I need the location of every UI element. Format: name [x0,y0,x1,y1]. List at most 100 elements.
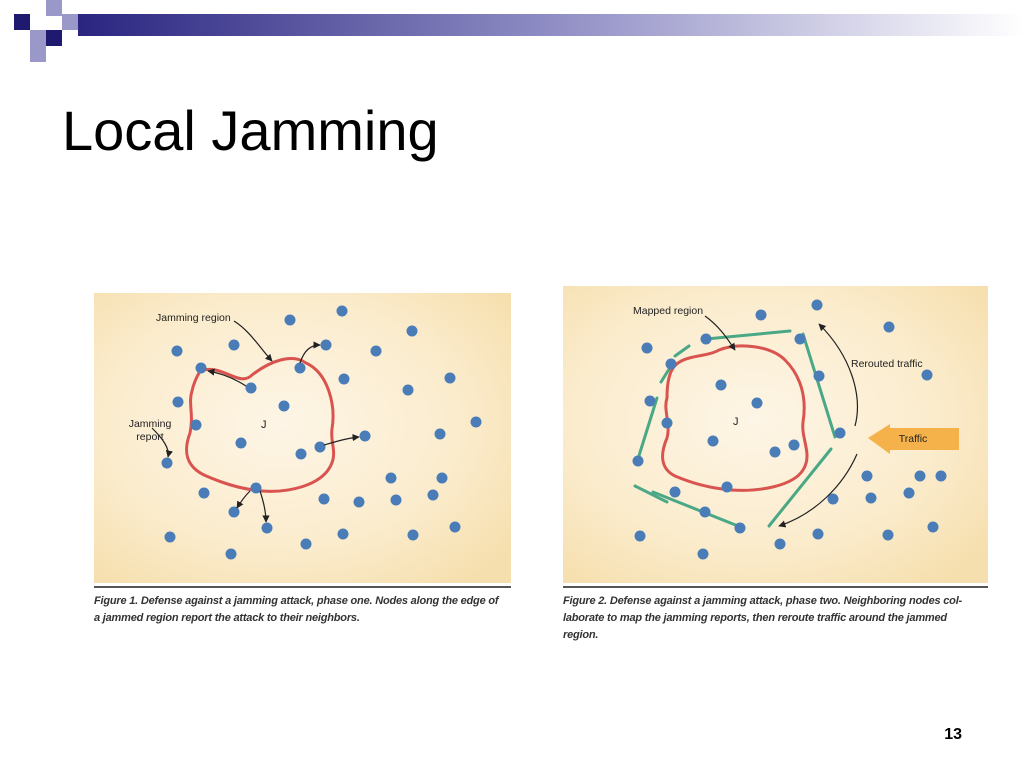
sensor-node [715,379,727,391]
sensor-node [406,325,418,337]
caption-line: Figure 1. Defense against a jamming atta… [94,595,499,607]
rerouted-traffic-label: Rerouted traffic [851,358,923,370]
sensor-node [721,481,733,493]
sensor-node [700,333,712,345]
sensor-node [370,345,382,357]
sensor-node [769,446,781,458]
sensor-nodes [161,305,482,560]
report-arrow [299,341,321,364]
caption-line: laborate to map the jamming reports, the… [563,612,947,624]
traffic-label: Traffic [899,433,928,445]
sensor-node [827,493,839,505]
corner-square [62,14,78,30]
sensor-node [336,305,348,317]
sensor-node [794,333,806,345]
sensor-node [707,435,719,447]
sensor-node [190,419,202,431]
figure-2-diagram: Mapped region Rerouted traffic Traffic J [563,286,988,583]
sensor-node [449,521,461,533]
report-arrow [323,434,360,446]
corner-decoration [14,0,1024,62]
sensor-node [634,530,646,542]
sensor-node [284,314,296,326]
sensor-node [427,489,439,501]
mapped-region-pointer [704,315,736,351]
mapped-region-segment [633,484,669,504]
sensor-node [935,470,947,482]
sensor-node [228,506,240,518]
mapped-region-segment [673,344,691,358]
caption-line: a jammed region report the attack to the… [94,612,360,624]
jamming-region-label: Jamming region [156,312,231,324]
rerouted-traffic-arrow-upper [818,323,858,427]
sensor-node [470,416,482,428]
sensor-node [261,522,273,534]
sensor-node [632,455,644,467]
sensor-node [927,521,939,533]
mapped-region-segments [633,329,837,528]
sensor-node [436,472,448,484]
jammed-region-outline [185,357,336,493]
sensor-node [882,529,894,541]
corner-square [46,30,62,46]
sensor-node [300,538,312,550]
sensor-node [661,417,673,429]
sensor-node [811,299,823,311]
sensor-node [245,382,257,394]
corner-square [46,0,62,16]
reroute-arrows [704,315,858,528]
sensor-node [699,506,711,518]
sensor-node [337,528,349,540]
report-arrow [207,368,247,387]
traffic-arrow-icon [868,424,959,454]
sensor-node [865,492,877,504]
sensor-node [195,362,207,374]
sensor-node [914,470,926,482]
figure-2-caption: Figure 2. Defense against a jamming atta… [563,593,988,644]
report-arrow [233,320,273,362]
sensor-node [834,427,846,439]
caption-line: region. [563,629,599,641]
sensor-node [644,395,656,407]
report-arrow [259,490,270,523]
sensor-node [385,472,397,484]
sensor-node [697,548,709,560]
rerouted-traffic-arrow-lower [778,453,858,528]
sensor-node [669,486,681,498]
sensor-node [755,309,767,321]
sensor-node [228,339,240,351]
sensor-node [434,428,446,440]
sensor-node [294,362,306,374]
sensor-node [318,493,330,505]
jammer-label: J [261,419,267,431]
mapped-region-segment [801,332,837,439]
corner-gradient-bar [78,14,1024,36]
mapped-region-segment [651,490,740,528]
sensor-node [734,522,746,534]
sensor-node [320,339,332,351]
figure-1-diagram: Jamming region Jamming report J [94,293,511,583]
sensor-node [751,397,763,409]
sensor-node [161,457,173,469]
sensor-node [235,437,247,449]
sensor-node [903,487,915,499]
sensor-node [390,494,402,506]
report-arrow [151,427,173,458]
sensor-node [812,528,824,540]
sensor-node [278,400,290,412]
jammer-label: J [733,416,739,428]
slide-title: Local Jamming [62,99,439,162]
mapped-region-segment [704,329,792,341]
corner-square [30,46,46,62]
sensor-node [171,345,183,357]
mapped-region-label: Mapped region [633,305,703,317]
sensor-node [198,487,210,499]
caption-rule [94,586,511,588]
sensor-node [921,369,933,381]
sensor-node [641,342,653,354]
sensor-node [250,482,262,494]
jamming-report-label: report [136,431,164,443]
jamming-report-label: Jamming [129,418,172,430]
sensor-node [813,370,825,382]
mapped-region-segment [767,447,833,528]
